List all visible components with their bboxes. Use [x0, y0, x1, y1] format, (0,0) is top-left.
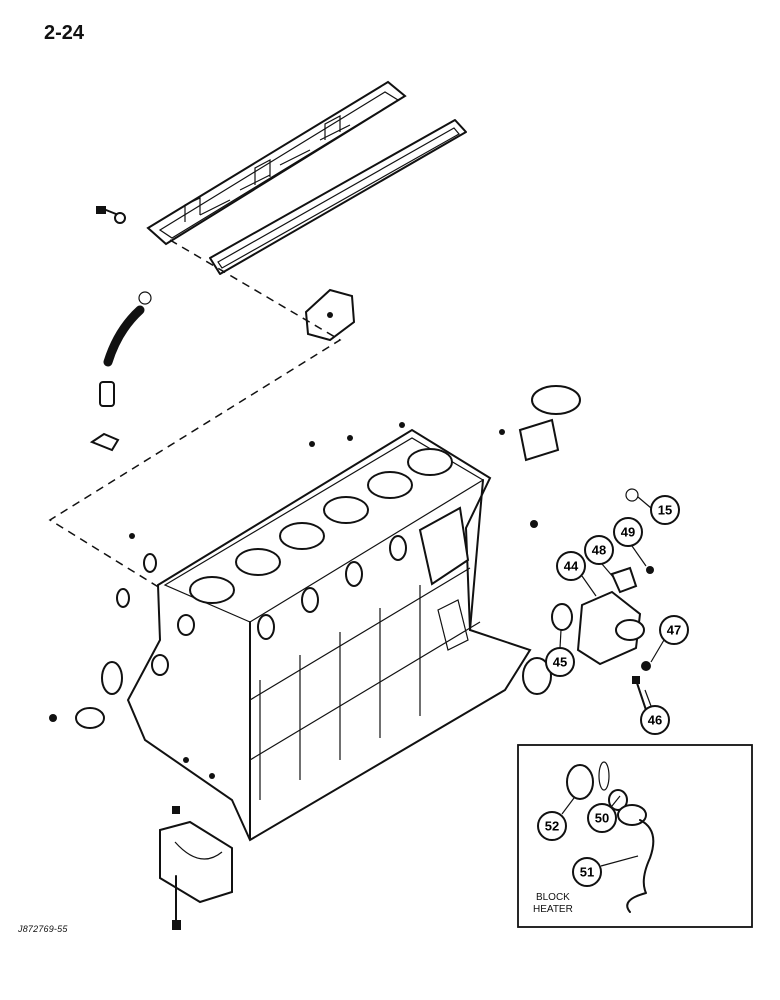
breather-plate [304, 288, 356, 342]
expansion-plugs [49, 385, 581, 779]
drawing-reference-number: J872769-55 [18, 924, 68, 934]
page-number: 2-24 [44, 22, 85, 44]
breather-hose [89, 291, 152, 452]
main-bearing-cap [159, 806, 233, 930]
callout-52: 52 [545, 819, 559, 834]
callouts: 15 44 45 46 47 48 49 50 51 52 [537, 495, 689, 887]
callout-45: 45 [553, 655, 567, 670]
inset-caption-line2: HEATER [533, 904, 573, 915]
inset-caption-line1: BLOCK [535, 892, 570, 903]
callout-15: 15 [658, 503, 672, 518]
callout-48: 48 [592, 543, 606, 558]
block-heater-caption: BLOCK HEATER [533, 892, 573, 916]
cylinder-block [126, 428, 532, 842]
leader-lines [559, 496, 665, 867]
callout-50: 50 [595, 811, 609, 826]
cover-gasket [209, 119, 467, 275]
callout-15-circle [650, 495, 680, 525]
callout-46: 46 [648, 713, 662, 728]
callout-49: 49 [621, 525, 635, 540]
assembly-dashed-line [48, 239, 342, 589]
thermostat-housing [551, 488, 654, 717]
tappet-cover [146, 80, 407, 246]
cover-bolt [96, 206, 126, 224]
callout-44: 44 [564, 559, 579, 574]
callout-47: 47 [667, 623, 681, 638]
callout-51: 51 [580, 865, 594, 880]
